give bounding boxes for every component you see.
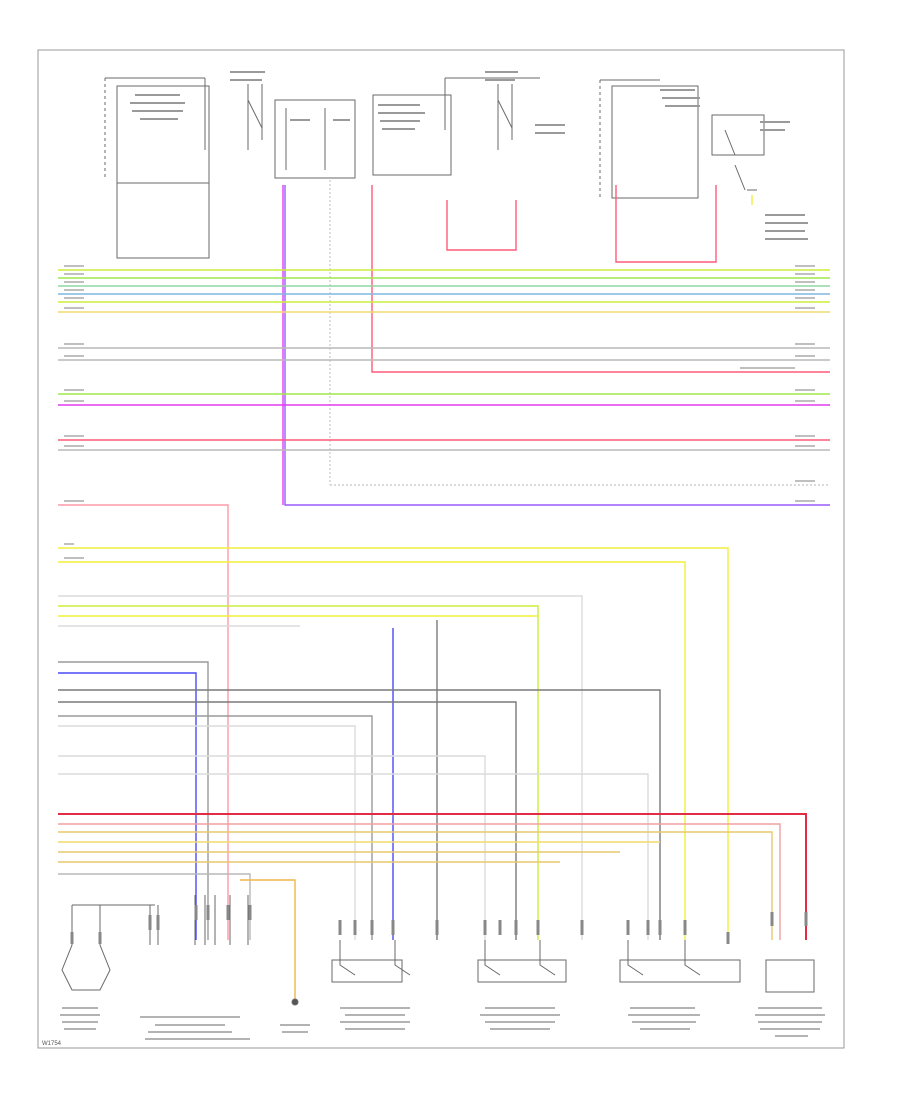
bottom-connectors [61,895,815,1018]
top-vertical-wires [282,180,830,506]
wire-bus [58,269,830,1000]
top-components [104,77,765,259]
wire-label-marks [64,265,815,559]
diagram-border [37,49,845,1049]
connector-pins [70,905,808,944]
diagram-id: W1754 [42,1041,62,1047]
component-label-marks [130,71,808,240]
bottom-label-marks [60,1007,825,1040]
